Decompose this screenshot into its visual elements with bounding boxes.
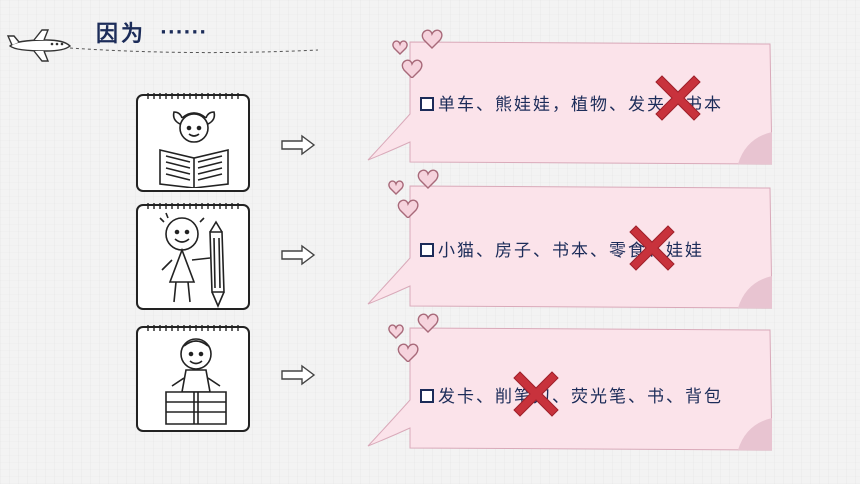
- red-cross-icon: [655, 75, 701, 121]
- sticky-note-1: [367, 41, 772, 165]
- child-with-boxes-sketch: [165, 338, 227, 425]
- spiral-rings: [147, 203, 239, 209]
- heart-icon: [388, 313, 439, 362]
- row-2-items: 小猫、房子、书本、零食、娃娃: [438, 241, 704, 261]
- red-cross-icon: [513, 371, 559, 417]
- sticky-note-3: [367, 327, 772, 451]
- checkbox-icon: [420, 97, 434, 111]
- row-2-text: 小猫、房子、书本、零食、娃娃: [420, 236, 704, 261]
- heart-icon: [388, 169, 439, 218]
- heart-icon: [392, 29, 443, 78]
- row-3-items: 发卡、削笔刀、荧光笔、书、背包: [438, 387, 723, 407]
- checkbox-icon: [420, 389, 434, 403]
- title-ellipsis: ······: [160, 22, 208, 43]
- arrow-right-icon: [281, 134, 316, 156]
- page-title: 因为: [96, 21, 147, 47]
- sketch-card-pencil: [136, 203, 250, 310]
- row-1-text: 单车、熊娃娃，植物、发夹、书本: [420, 90, 723, 115]
- sketch-card-boxes: [136, 325, 250, 432]
- red-cross-icon: [629, 225, 675, 271]
- arrow-right-icon: [281, 244, 316, 266]
- spiral-rings: [147, 93, 239, 99]
- child-reading-book-sketch: [159, 111, 229, 188]
- sketch-card-reading: [136, 93, 250, 192]
- sticky-note-2: [367, 185, 772, 309]
- child-with-pencil-sketch: [159, 212, 225, 308]
- arrow-right-icon: [281, 364, 316, 386]
- checkbox-icon: [420, 243, 434, 257]
- dashed-flight-path: [70, 47, 319, 54]
- airplane-icon: [6, 29, 72, 62]
- row-3-text: 发卡、削笔刀、荧光笔、书、背包: [420, 382, 723, 407]
- spiral-rings: [147, 325, 239, 331]
- row-1-items: 单车、熊娃娃，植物、发夹、书本: [438, 95, 723, 115]
